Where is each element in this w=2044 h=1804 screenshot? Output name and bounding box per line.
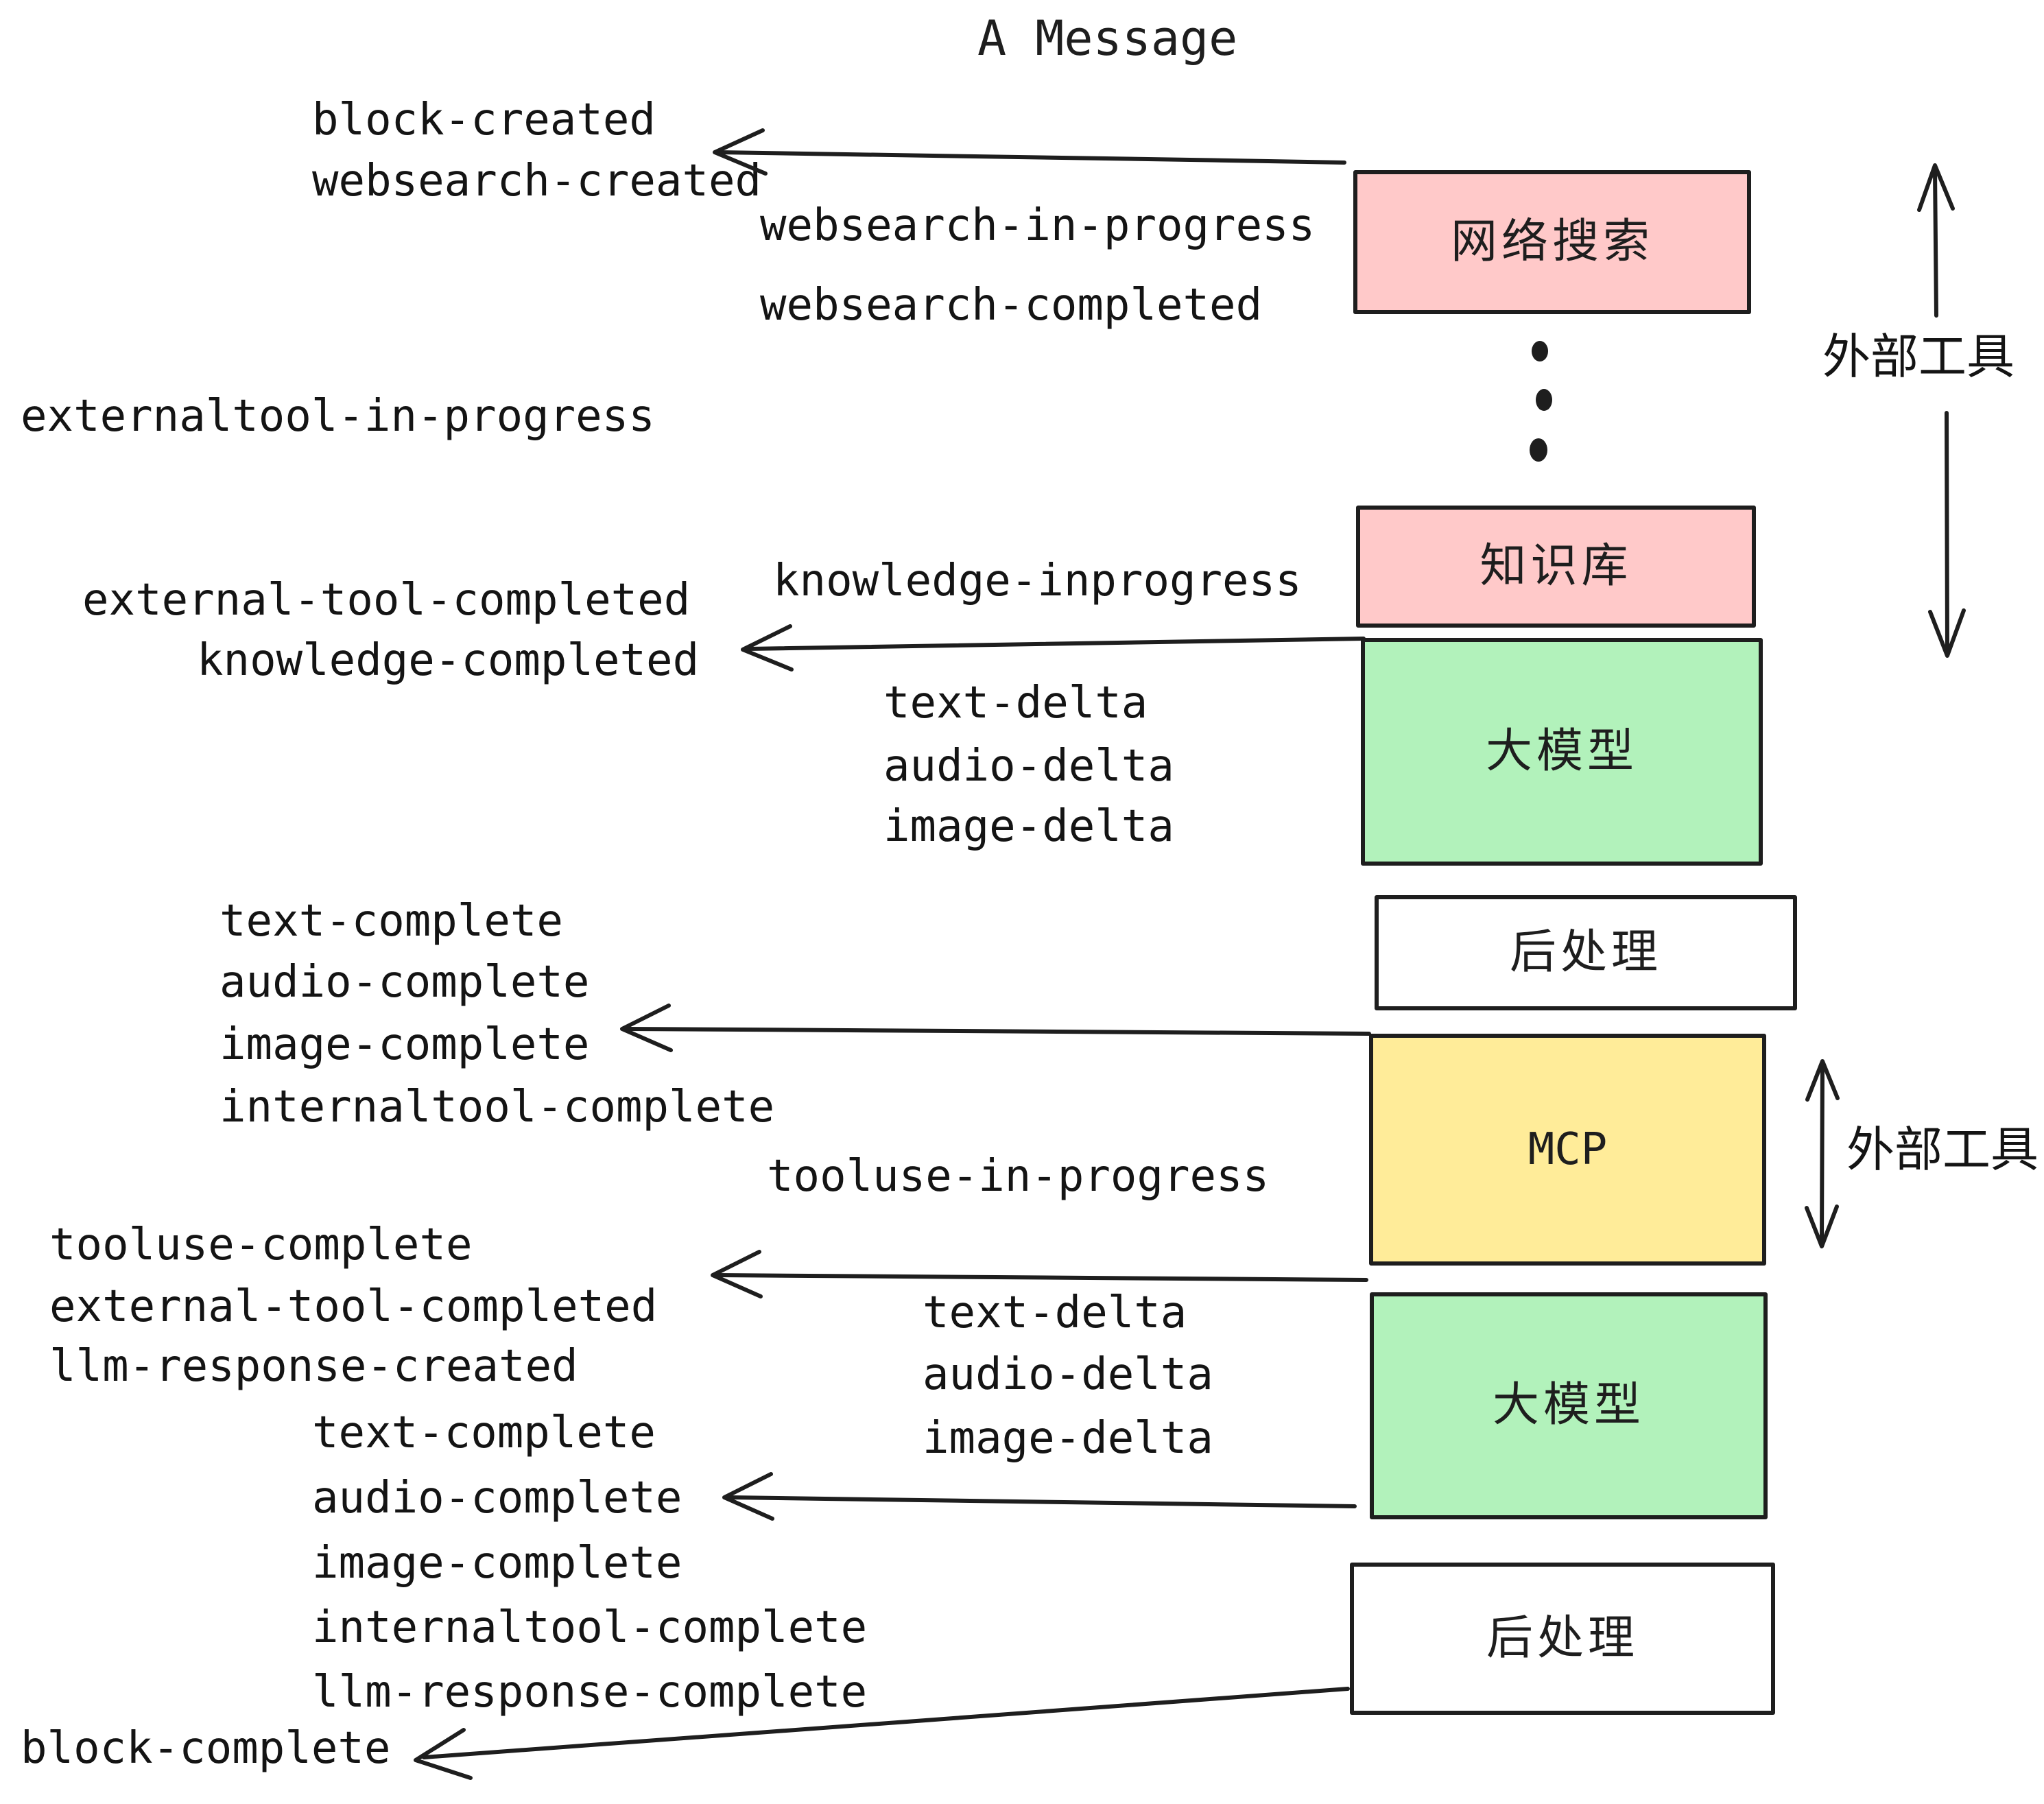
postprocess-box-2: 后处理 [1350,1563,1775,1715]
arrow-tooluse-complete [716,1273,1368,1282]
knowledge-box: 知识库 [1356,506,1756,628]
llm-box-1-label: 大模型 [1485,724,1638,779]
label-block-complete: block-complete [21,1723,391,1774]
websearch-box: 网络搜索 [1353,170,1751,314]
arrow-websearch-created [717,150,1346,165]
llm-box-1: 大模型 [1361,638,1763,866]
dot-3 [1530,438,1547,462]
arrow-knowledge-completed [746,637,1366,651]
arrow-image-complete [626,1027,1371,1036]
label-text-complete-1: text-complete [219,896,563,947]
label-websearch-created: websearch-created [312,156,762,206]
mcp-box: MCP [1369,1034,1766,1266]
websearch-box-label: 网络搜索 [1450,214,1654,269]
label-tooluse-in-progress: tooluse-in-progress [767,1151,1270,1202]
label-audio-delta-1: audio-delta [883,741,1174,792]
arrow-knowledge-completed-head [741,624,794,672]
label-image-delta-2: image-delta [923,1413,1213,1464]
diagram-title: A Message [977,10,1238,67]
postprocess-box-2-label: 后处理 [1486,1611,1639,1665]
ellipsis-dots [1530,341,1552,462]
external-tools-label-mid: 外部工具 [1846,1121,2039,1178]
postprocess-box-1: 后处理 [1375,895,1797,1010]
label-tooluse-complete: tooluse-complete [49,1220,473,1270]
label-websearch-in-progress: websearch-in-progress [760,200,1316,251]
label-external-tool-completed-2: external-tool-completed [49,1281,658,1332]
mcp-box-label: MCP [1528,1124,1608,1175]
label-image-complete-2: image-complete [312,1538,682,1589]
label-audio-complete-2: audio-complete [312,1473,682,1523]
external-tools-arrow-mid-up-head [1805,1059,1840,1102]
knowledge-box-label: 知识库 [1479,538,1632,593]
external-tools-label-top: 外部工具 [1822,329,2015,385]
dot-1 [1532,341,1548,361]
label-internaltool-complete-2: internaltool-complete [312,1602,868,1653]
arrow-image-complete-head [620,1004,673,1052]
label-knowledge-completed: knowledge-completed [197,635,700,686]
arrow-tooluse-complete-head [711,1250,763,1298]
label-audio-complete-1: audio-complete [219,957,590,1008]
label-external-tool-completed-1: external-tool-completed [82,575,691,626]
label-llm-response-created: llm-response-created [49,1341,578,1392]
dot-2 [1536,389,1552,411]
label-websearch-completed: websearch-completed [760,280,1263,331]
label-internaltool-complete-1: internaltool-complete [219,1082,775,1132]
label-text-delta-2: text-delta [923,1287,1187,1338]
arrow-block-complete-head [414,1728,473,1780]
label-externaltool-in-progress: externaltool-in-progress [21,391,655,442]
external-tools-arrow-top-down-head [1928,608,1966,658]
label-knowledge-inprogress: knowledge-inprogress [773,556,1302,606]
external-tools-arrow-top-up-head [1917,163,1955,212]
label-audio-delta-2: audio-delta [923,1349,1213,1400]
arrow-audio-complete [728,1495,1357,1508]
label-image-delta-1: image-delta [883,801,1174,852]
label-text-complete-2: text-complete [312,1408,656,1458]
label-image-complete-1: image-complete [219,1019,590,1070]
external-tools-arrow-mid-down-head [1805,1204,1839,1248]
label-text-delta-1: text-delta [883,678,1148,728]
external-tools-arrow-top-up [1933,168,1938,318]
postprocess-box-1-label: 后处理 [1509,925,1662,980]
label-llm-response-complete: llm-response-complete [312,1667,868,1718]
arrow-audio-complete-head [722,1472,774,1521]
llm-box-2: 大模型 [1370,1292,1768,1519]
label-block-created: block-created [312,95,656,145]
llm-box-2-label: 大模型 [1492,1378,1645,1433]
